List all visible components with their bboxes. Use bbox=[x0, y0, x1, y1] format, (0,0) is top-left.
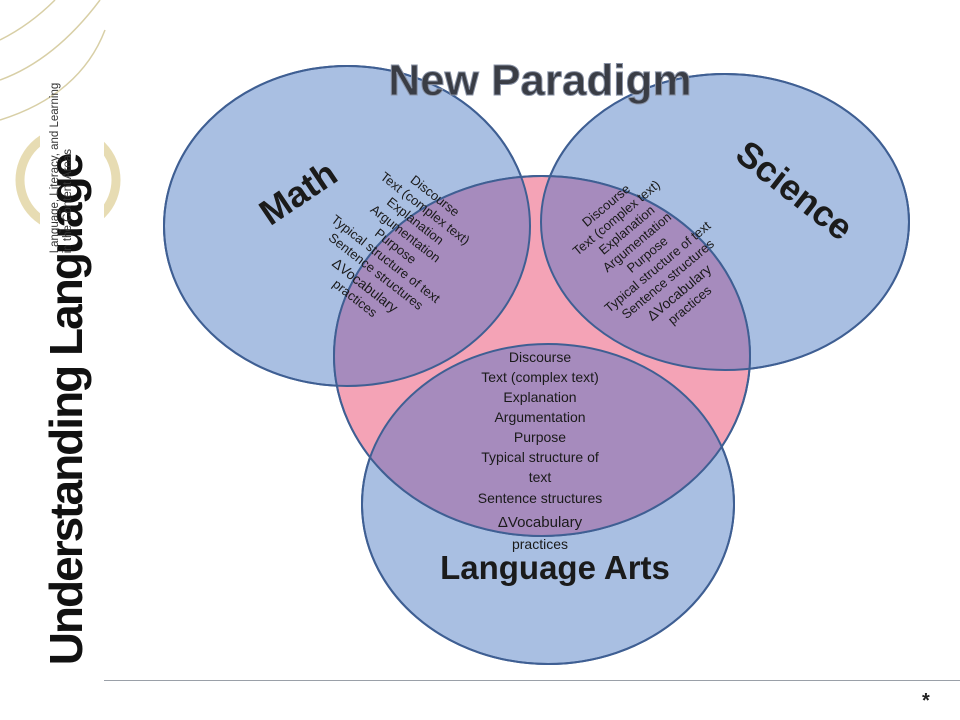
la-overlap-item: Purpose bbox=[514, 429, 566, 445]
diagram-title: New Paradigm bbox=[388, 56, 691, 105]
la-overlap-item: ΔVocabulary bbox=[498, 514, 583, 531]
language-arts-label: Language Arts bbox=[440, 549, 670, 586]
la-overlap-item: Discourse bbox=[509, 349, 571, 365]
brand-subtitle-line: in the Content Areas bbox=[62, 149, 74, 254]
la-overlap-item: Argumentation bbox=[494, 409, 585, 425]
slide-marker: * bbox=[922, 690, 930, 712]
brand-subtitle-line: Language, Literacy, and Learning bbox=[49, 82, 61, 254]
la-overlap-item: Typical structure of bbox=[481, 449, 599, 465]
footer-divider bbox=[104, 680, 960, 681]
brand-subtitle: Language, Literacy, and Learning in the … bbox=[49, 83, 75, 254]
la-overlap-item: Text (complex text) bbox=[481, 369, 598, 385]
la-overlap-item: text bbox=[529, 469, 552, 485]
la-overlap-item: practices bbox=[512, 536, 568, 552]
corner-decoration bbox=[0, 0, 106, 121]
la-overlap-item: Explanation bbox=[503, 389, 576, 405]
circle-outlines bbox=[163, 65, 910, 665]
language-arts-overlap-list: Discourse Text (complex text) Explanatio… bbox=[478, 349, 603, 552]
la-overlap-item: Sentence structures bbox=[478, 490, 603, 506]
brand-ring bbox=[15, 120, 121, 240]
